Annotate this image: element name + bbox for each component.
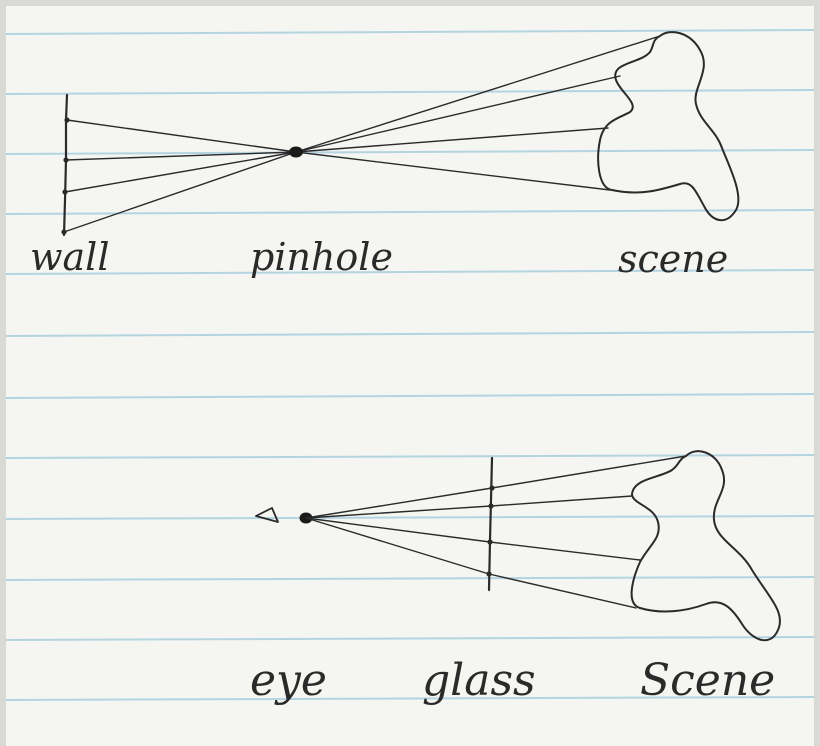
pinhole-dot xyxy=(289,147,303,158)
label-wall: wall xyxy=(30,235,110,279)
label-glass: glass xyxy=(422,655,536,706)
label-scene-top: scene xyxy=(618,237,728,281)
paper-background xyxy=(6,6,814,746)
label-scene-bottom: Scene xyxy=(640,655,775,706)
label-eye: eye xyxy=(250,655,327,706)
label-pinhole: pinhole xyxy=(250,235,393,279)
